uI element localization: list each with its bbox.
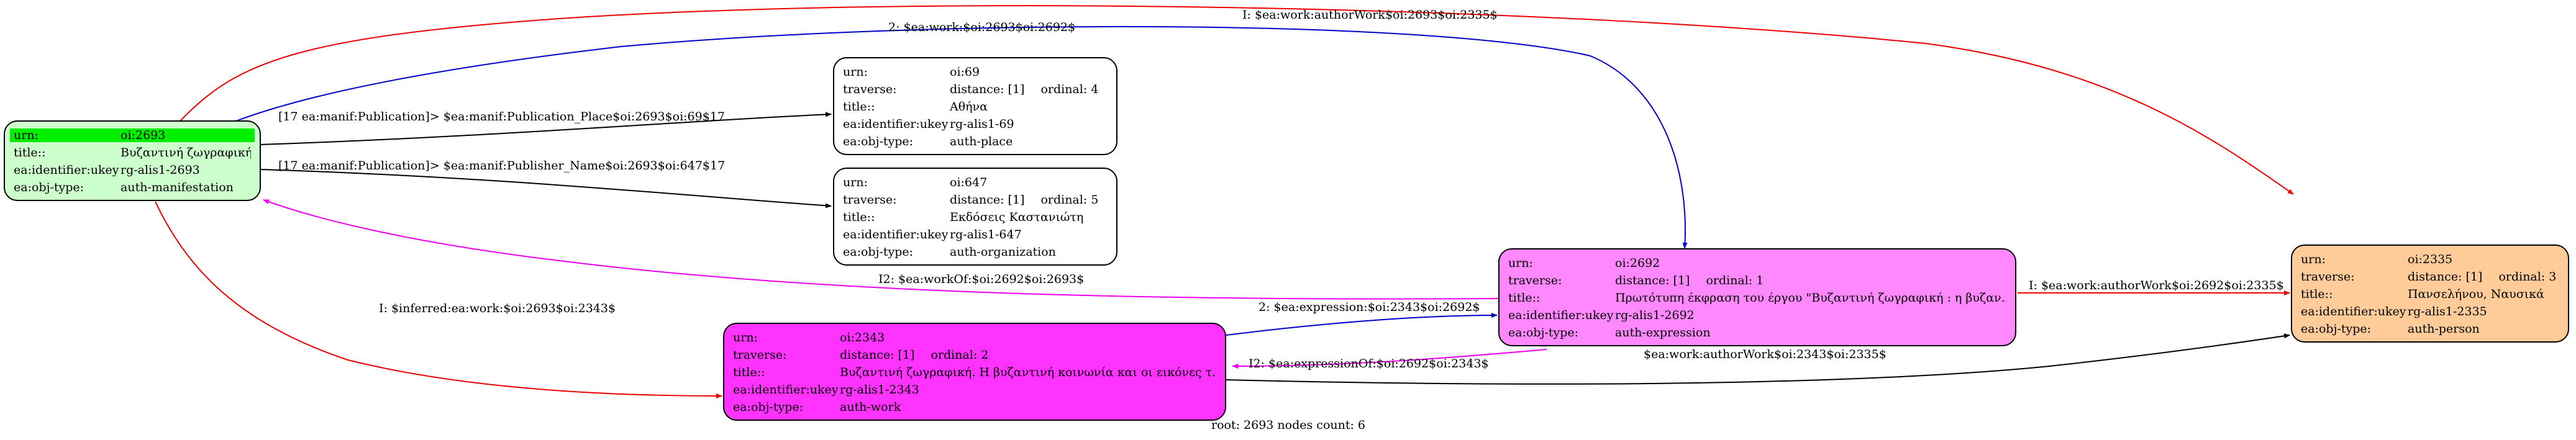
urn-value: oi:69: [950, 65, 980, 79]
ordinal-value: ordinal: 5: [1040, 193, 1099, 207]
title-key: title::: [843, 100, 875, 114]
obj-type-key: ea:obj-type:: [843, 245, 914, 259]
node-oi-69[interactable]: urn: oi:69 traverse: distance: [1] ordinal:…: [833, 57, 1117, 155]
title-key: title::: [733, 366, 765, 379]
distance-value: distance: [1]: [950, 83, 1025, 96]
edge-label-author-top: I: $ea:work:authorWork$oi:2693$oi:2335$: [1242, 8, 1498, 22]
node-oi-647[interactable]: urn: oi:647 traverse: distance: [1] ordinal…: [833, 168, 1117, 266]
edge-label-author-work: $ea:work:authorWork$oi:2343$oi:2335$: [1644, 348, 1886, 361]
urn-key: urn:: [843, 65, 868, 79]
identifier-key: ea:identifier:ukey: [843, 228, 949, 241]
obj-type-key: ea:obj-type:: [733, 400, 804, 414]
distance-value: distance: [1]: [950, 193, 1025, 207]
identifier-value: rg-alis1-2343: [840, 383, 919, 397]
edge-label-work-blue: 2: $ea:work:$oi:2693$oi:2692$: [888, 20, 1075, 34]
obj-type-value: auth-organization: [950, 245, 1056, 259]
identifier-key: ea:identifier:ukey: [14, 163, 119, 177]
identifier-key: ea:identifier:ukey: [2301, 305, 2406, 318]
ordinal-value: ordinal: 1: [1706, 274, 1764, 287]
edge-inferred: [155, 201, 722, 398]
identifier-value: rg-alis1-647: [950, 228, 1022, 241]
urn-key: urn:: [10, 128, 124, 142]
title-value: Βυζαντινή ζωγραφική: [121, 146, 251, 159]
title-key: title::: [2301, 287, 2333, 301]
obj-type-value: auth-manifestation: [121, 181, 234, 194]
node-oi-2693[interactable]: urn:oi:2693 title::Βυζαντινή ζωγραφική e…: [4, 120, 261, 201]
traverse-key: traverse:: [843, 193, 897, 207]
obj-type-value: auth-expression: [1615, 326, 1711, 339]
ordinal-value: ordinal: 2: [931, 348, 989, 362]
identifier-value: rg-alis1-2335: [2408, 305, 2487, 318]
title-key: title::: [14, 146, 46, 159]
urn-key: urn:: [1508, 256, 1533, 270]
edge-expression: [1226, 313, 1498, 336]
title-value: Πρωτότυπη έκφραση του έργου "Βυζαντινή ζ…: [1615, 291, 2006, 305]
identifier-value: rg-alis1-2692: [1615, 308, 1695, 322]
urn-value: oi:647: [950, 176, 988, 189]
urn-value: oi:2335: [2408, 253, 2453, 266]
edge-place: [259, 112, 832, 145]
title-value: Πανσελήνου, Ναυσικά: [2408, 287, 2544, 301]
urn-value: oi:2692: [1615, 256, 1660, 270]
identifier-key: ea:identifier:ukey: [843, 117, 949, 131]
obj-type-value: auth-person: [2408, 322, 2480, 336]
edge-label-expressionof: I2: $ea:expressionOf:$oi:2692$oi:2343$: [1249, 357, 1489, 370]
obj-type-key: ea:obj-type:: [2301, 322, 2372, 336]
traverse-key: traverse:: [2301, 270, 2355, 284]
traverse-key: traverse:: [843, 83, 897, 96]
identifier-key: ea:identifier:ukey: [733, 383, 839, 397]
edge-author-top: [180, 5, 2294, 195]
node-oi-2343[interactable]: urn: oi:2343 traverse: distance: [1] ordina…: [723, 323, 1226, 421]
title-key: title::: [1508, 291, 1541, 305]
obj-type-value: auth-place: [950, 135, 1013, 148]
edge-label-author-expr: I: $ea:work:authorWork$oi:2692$oi:2335$: [2029, 279, 2284, 292]
edge-label-inferred: I: $inferred:ea:work:$oi:2693$oi:2343$: [379, 302, 616, 315]
edge-label-place: [17 ea:manif:Publication]> $ea:manif:Pub…: [278, 110, 725, 123]
urn-key: urn:: [733, 331, 758, 344]
obj-type-key: ea:obj-type:: [1508, 326, 1579, 339]
node-oi-2692[interactable]: urn: oi:2692 traverse: distance: [1] ordina…: [1498, 248, 2016, 346]
urn-value: oi:2693: [117, 128, 255, 142]
obj-type-key: ea:obj-type:: [843, 135, 914, 148]
title-value: Βυζαντινή ζωγραφική. Η βυζαντινή κοινωνί…: [840, 366, 1216, 379]
title-key: title::: [843, 210, 875, 224]
edge-label-expression: 2: $ea:expression:$oi:2343$oi:2692$: [1258, 300, 1480, 314]
urn-value: oi:2343: [840, 331, 885, 344]
ordinal-value: ordinal: 4: [1040, 83, 1099, 96]
distance-value: distance: [1]: [840, 348, 915, 362]
traverse-key: traverse:: [1508, 274, 1562, 287]
node-oi-2335[interactable]: urn: oi:2335 traverse: distance: [1] ordina…: [2291, 245, 2569, 343]
distance-value: distance: [1]: [1615, 274, 1690, 287]
traverse-key: traverse:: [733, 348, 787, 362]
edge-work-blue: [235, 25, 1688, 249]
edge-expressionof: [1232, 349, 1547, 369]
graph-footer: root: 2693 nodes count: 6: [1211, 418, 1366, 432]
distance-value: distance: [1]: [2408, 270, 2483, 284]
obj-type-value: auth-work: [840, 400, 901, 414]
edge-workof: [263, 199, 1503, 300]
urn-key: urn:: [2301, 253, 2326, 266]
title-value: Εκδόσεις Καστανιώτη: [950, 210, 1084, 224]
edge-author-work: [1226, 333, 2290, 385]
ordinal-value: ordinal: 3: [2498, 270, 2557, 284]
urn-key: urn:: [843, 176, 868, 189]
edge-publisher: [259, 169, 832, 209]
identifier-key: ea:identifier:ukey: [1508, 308, 1614, 322]
identifier-value: rg-alis1-69: [950, 117, 1014, 131]
edge-label-workof: I2: $ea:workOf:$oi:2692$oi:2693$: [878, 272, 1084, 286]
edge-label-publisher: [17 ea:manif:Publication]> $ea:manif:Pub…: [278, 159, 725, 173]
identifier-value: rg-alis1-2693: [121, 163, 200, 177]
obj-type-key: ea:obj-type:: [14, 181, 84, 194]
title-value: Αθήνα: [950, 100, 988, 114]
